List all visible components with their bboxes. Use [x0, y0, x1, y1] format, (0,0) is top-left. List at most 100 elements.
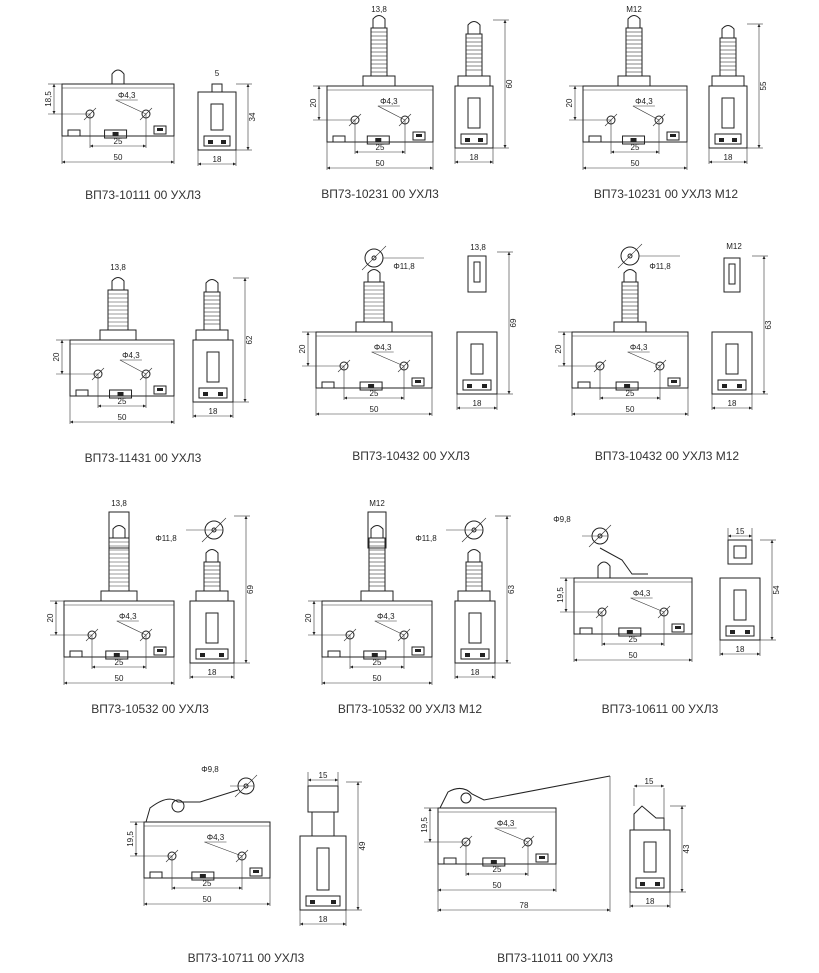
side-slot: [205, 612, 219, 644]
dimension-label: Φ4,3: [122, 351, 140, 360]
plunger-flat: [108, 511, 130, 549]
side-slot: [206, 351, 220, 383]
dimension-label: М12: [626, 5, 642, 14]
dimension-label: 15: [736, 527, 745, 536]
dimension-label: 20: [298, 344, 307, 353]
terminal-screw: [157, 388, 163, 391]
switch-body: [326, 85, 434, 143]
side-terminal: [725, 625, 755, 637]
side-terminal-screw: [203, 392, 208, 396]
dimension-label: Φ11,8: [649, 262, 671, 271]
dimension-label: Φ11,8: [155, 534, 177, 543]
dimension-label: 20: [309, 98, 318, 107]
terminal-screw: [675, 626, 681, 629]
side-terminal-screw: [465, 138, 470, 142]
dimension-label: М12: [726, 242, 742, 251]
mounting-nut: [100, 590, 138, 602]
terminal: [104, 129, 128, 139]
switch-body: [437, 807, 557, 865]
terminal-screw: [670, 134, 676, 137]
dimension-label: 50: [114, 153, 123, 162]
side-slot: [210, 103, 224, 131]
dimension-label: 50: [626, 405, 635, 414]
model-caption: ВП73-10432 00 УХЛ3: [352, 449, 470, 463]
dimension-label: 50: [118, 413, 127, 422]
terminal-screw: [157, 649, 163, 652]
mounting-nut: [99, 329, 137, 341]
dimension-label: 15: [645, 777, 654, 786]
roller-diameter-line: [361, 245, 387, 271]
side-body: [629, 829, 671, 893]
plunger-tip: [467, 21, 481, 34]
side-terminal-screw: [480, 653, 485, 657]
side-terminal-screw: [722, 384, 727, 388]
terminal: [153, 125, 167, 135]
terminal: [482, 857, 506, 867]
terminal: [666, 131, 680, 141]
model-caption: ВП73-10711 00 УХЛ3: [188, 951, 305, 965]
dimension-label: 34: [248, 112, 257, 121]
dimension-label: М12: [369, 499, 385, 508]
dimension-label: 49: [358, 841, 367, 850]
dimension-label: 18: [470, 153, 479, 162]
dimension-label: 25: [631, 143, 640, 152]
switch-body: [321, 600, 433, 658]
model-caption: ВП73-11011 00 УХЛ3: [497, 951, 613, 965]
dimension-label: 69: [509, 318, 518, 327]
side-actuator-inner: [733, 545, 747, 559]
side-slot: [470, 343, 484, 375]
terminal-screw: [624, 384, 631, 388]
mounting-nut: [360, 590, 394, 602]
dimension-label: 25: [493, 865, 502, 874]
dimension-label: 20: [46, 613, 55, 622]
side-plunger: [467, 255, 487, 293]
dimension-label: 55: [759, 81, 768, 90]
dimension-label: 13,8: [371, 5, 387, 14]
dimension-label: 60: [505, 79, 514, 88]
threaded-bushing: [465, 33, 483, 77]
dimension-label: 13,8: [470, 243, 486, 252]
dimension-label: 20: [565, 98, 574, 107]
dimension-label: 25: [115, 658, 124, 667]
terminal-screw: [415, 380, 421, 383]
dimension-label: Φ4,3: [377, 612, 395, 621]
leader-line: [116, 620, 147, 636]
dimension-label: 25: [629, 635, 638, 644]
terminal: [588, 135, 602, 143]
lever-hinge: [597, 561, 611, 578]
side-terminal: [635, 877, 665, 889]
side-terminal-screw: [331, 900, 336, 904]
dimension-label: 18: [209, 407, 218, 416]
terminal: [359, 381, 383, 391]
dimension-label: Φ4,3: [118, 91, 136, 100]
dimension-label: 18: [471, 668, 480, 677]
side-terminal: [195, 648, 229, 660]
dimension-label: Φ4,3: [380, 97, 398, 106]
terminal: [67, 129, 81, 137]
dimension-label: Φ4,3: [497, 819, 515, 828]
side-plunger: [211, 83, 223, 93]
dimension-label: 62: [245, 335, 254, 344]
side-terminal: [305, 895, 341, 907]
plunger-tip: [370, 525, 384, 538]
terminal-screw: [416, 134, 422, 137]
lever-arm: [439, 775, 611, 809]
roller-axle: [371, 255, 377, 261]
switch-body: [63, 600, 175, 658]
leader-line: [494, 827, 529, 843]
mounting-nut: [355, 321, 393, 333]
switch-body: [571, 331, 689, 389]
terminal: [443, 857, 457, 865]
terminal-screw: [157, 128, 163, 131]
dimension-label: 50: [373, 674, 382, 683]
mounting-nut: [613, 321, 647, 333]
dimension-label: 78: [520, 901, 529, 910]
side-terminal-screw: [640, 882, 645, 886]
dimension-label: Φ4,3: [635, 97, 653, 106]
side-terminal-screw: [730, 630, 735, 634]
